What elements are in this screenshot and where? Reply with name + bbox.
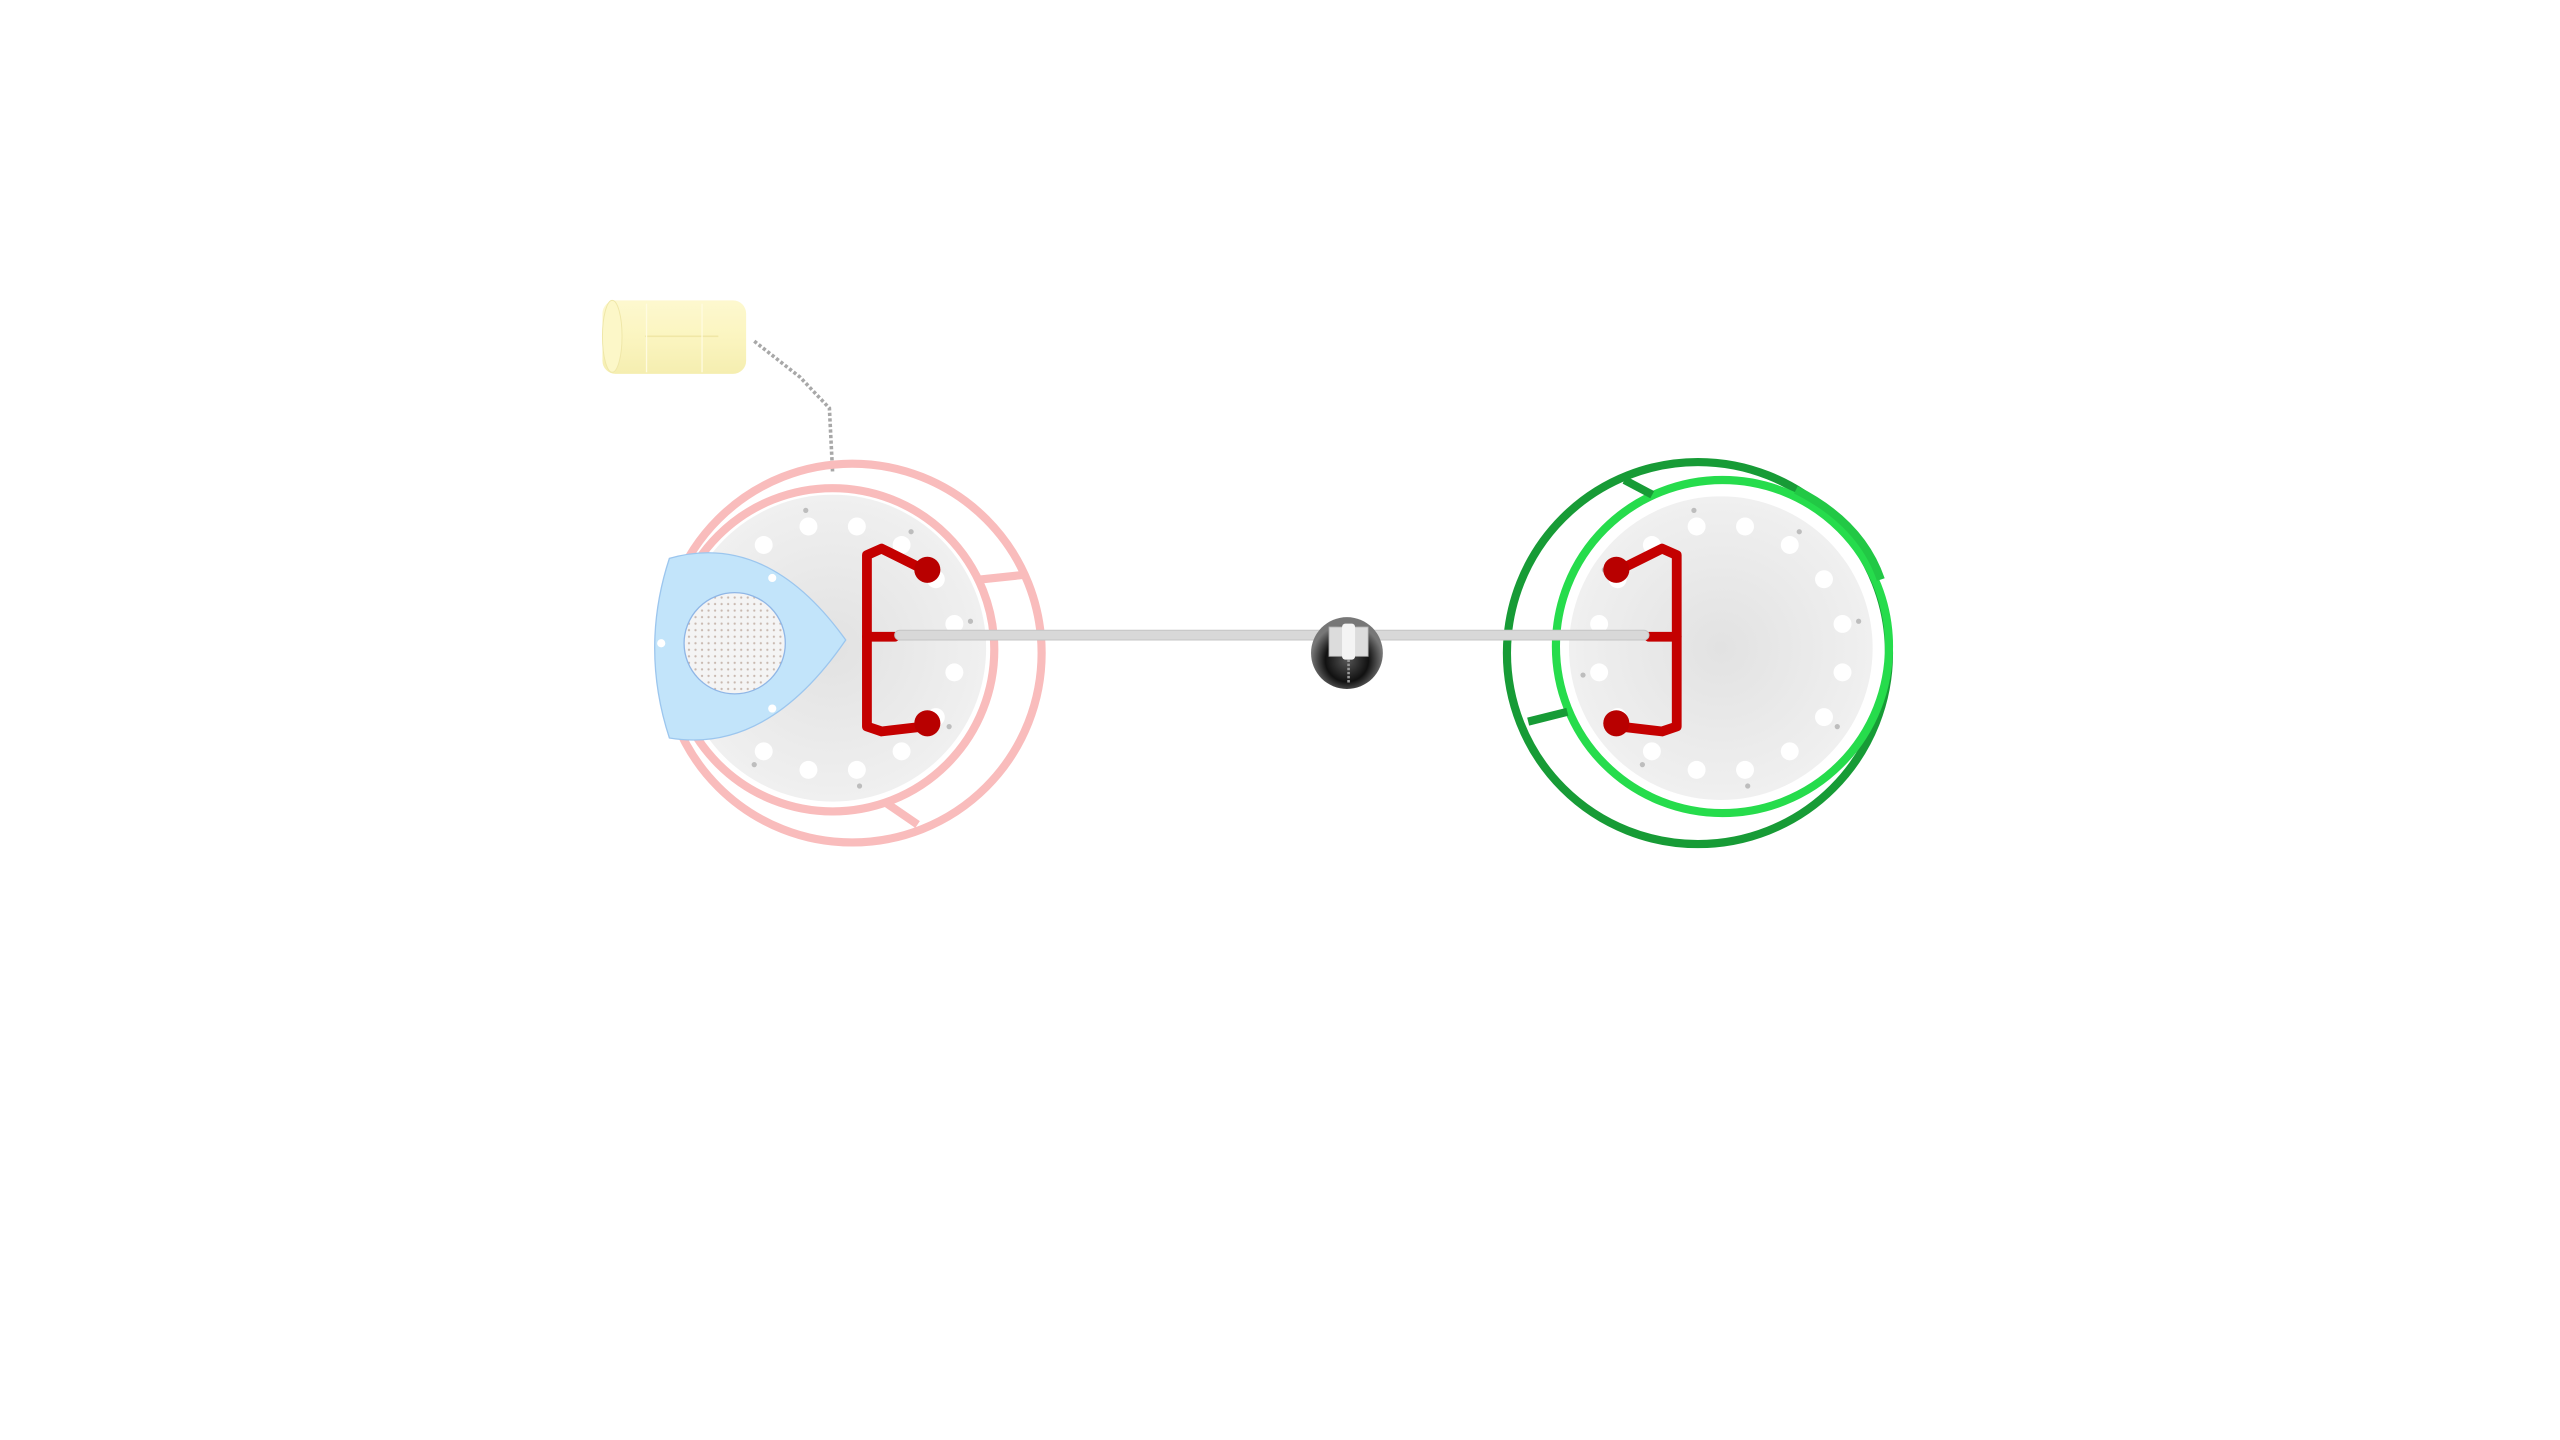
mesh-screen (683, 592, 786, 695)
connecting-rod (894, 629, 1650, 641)
right-bracket (1614, 543, 1682, 737)
disc-hole (945, 614, 964, 633)
disc-bolt (1580, 672, 1586, 678)
right-bracket-knob-bottom (1603, 710, 1630, 737)
disc-bolt (1745, 783, 1751, 789)
disc-bolt (751, 762, 757, 768)
disc-bolt (856, 783, 863, 789)
disc-bolt (803, 507, 809, 513)
left-bracket-knob-bottom (914, 710, 941, 737)
center-hub (1311, 617, 1383, 689)
right-disc (1568, 496, 1873, 800)
disc-hole (754, 536, 773, 554)
disc-hole (799, 760, 818, 779)
disc-bolt (1639, 762, 1645, 768)
disc-hole (1833, 663, 1852, 682)
disc-hole (799, 517, 818, 536)
disc-hole (754, 742, 773, 761)
disc-hole (945, 663, 964, 682)
disc-hole (847, 760, 866, 779)
left-bracket (862, 543, 929, 737)
disc-hole (1736, 517, 1755, 536)
disc-bolt (1856, 618, 1862, 624)
disc-hole (1590, 663, 1609, 682)
disc-hole (1687, 517, 1706, 536)
disc-hole (1815, 708, 1833, 727)
disc-hole (847, 517, 866, 536)
disc-hole (1833, 614, 1852, 633)
disc-hole (1780, 742, 1799, 761)
right-frame (1502, 457, 1894, 849)
disc-bolt (1691, 507, 1697, 513)
disc-hole (1815, 570, 1833, 589)
disc-hole (1780, 536, 1799, 554)
disc-bolt (908, 529, 914, 535)
chain (753, 339, 835, 474)
buoy (601, 299, 747, 374)
left-bracket-knob-top (914, 556, 941, 583)
disc-hole (892, 742, 911, 761)
disc-bolt (1796, 529, 1802, 535)
float-plate (654, 552, 847, 741)
disc-hole (1736, 760, 1755, 779)
disc-bolt (1834, 723, 1840, 730)
disc-hole (1687, 760, 1706, 779)
disc-hole (1590, 614, 1609, 633)
disc-bolt (967, 618, 974, 624)
right-bracket-knob-top (1603, 556, 1630, 583)
disc-hole (1642, 742, 1661, 761)
disc-bolt (946, 723, 952, 730)
disc-hole (892, 536, 911, 554)
